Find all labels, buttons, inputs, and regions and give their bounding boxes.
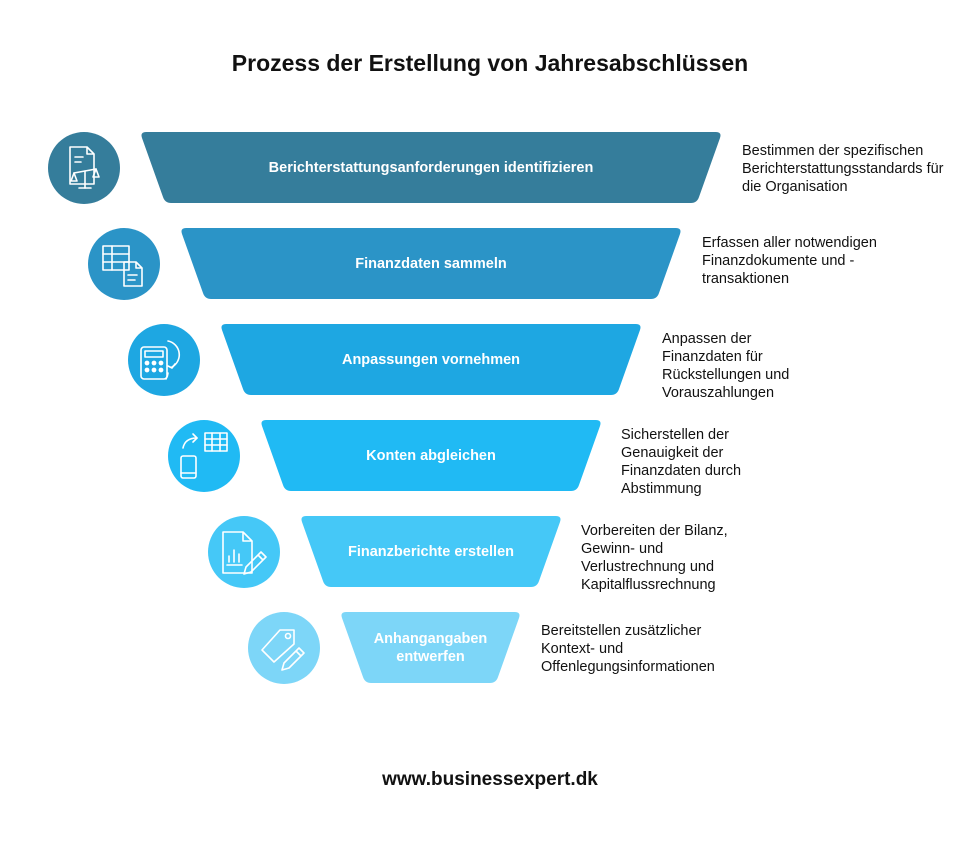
- funnel-band: Finanzdaten sammeln: [180, 228, 682, 299]
- funnel-band-label: Finanzdaten sammeln: [180, 228, 682, 299]
- funnel-band: Berichterstattungsanforderungen identifi…: [140, 132, 722, 203]
- tag-pencil-icon: [261, 629, 305, 671]
- step-icon-circle: [168, 420, 240, 492]
- step-icon-circle: [248, 612, 320, 684]
- funnel-band: Konten abgleichen: [260, 420, 602, 491]
- funnel-band: Anpassungen vornehmen: [220, 324, 642, 395]
- calculator-refresh-icon: [140, 340, 181, 380]
- step-icon-circle: [208, 516, 280, 588]
- step-label: Konten abgleichen: [366, 447, 496, 464]
- step-description: Anpassen der Finanzdaten für Rückstellun…: [662, 331, 790, 401]
- step-label: Finanzberichte erstellen: [348, 543, 514, 560]
- step-icon-circle: [48, 132, 120, 204]
- step-label: Anhangangaben entwerfen: [373, 630, 488, 665]
- funnel-band-label: Anpassungen vornehmen: [220, 324, 642, 395]
- funnel-band-label: Anhangangaben entwerfen: [340, 612, 521, 683]
- step-description: Sicherstellen der Genauigkeit der Finanz…: [621, 427, 742, 497]
- phone-sync-grid-icon: [180, 432, 228, 479]
- funnel-band: Finanzberichte erstellen: [300, 516, 562, 587]
- funnel-band-shape: [261, 420, 601, 491]
- funnel-band-label: Finanzberichte erstellen: [300, 516, 562, 587]
- funnel-band-shape: [221, 324, 641, 395]
- funnel-band-shape: [141, 132, 721, 203]
- funnel-band-shape: [301, 516, 561, 587]
- step-label: Anpassungen vornehmen: [341, 351, 521, 368]
- funnel-band-label: Konten abgleichen: [260, 420, 602, 491]
- step-icon-circle: [88, 228, 160, 300]
- page-title: Prozess der Erstellung von Jahresabschlü…: [231, 50, 749, 76]
- step-description: Bereitstellen zusätzlicher Kontext- und …: [541, 623, 715, 675]
- funnel-band: Anhangangaben entwerfen: [340, 612, 521, 683]
- step-icon-circle: [128, 324, 200, 396]
- document-scale-icon: [69, 146, 100, 189]
- report-chart-pencil-icon: [222, 531, 267, 575]
- funnel-band-shape: [181, 228, 681, 299]
- funnel-band-shape: [341, 612, 520, 683]
- step-label: Berichterstattungsanforderungen identifi…: [268, 159, 594, 176]
- step-description: Bestimmen der spezifischen Berichterstat…: [742, 143, 944, 195]
- step-description: Vorbereiten der Bilanz, Gewinn- und Verl…: [581, 523, 728, 593]
- funnel-band-label: Berichterstattungsanforderungen identifi…: [140, 132, 722, 203]
- step-label: Finanzdaten sammeln: [355, 255, 507, 272]
- table-document-icon: [102, 245, 143, 287]
- footer-url: www.businessexpert.dk: [382, 769, 598, 790]
- step-description: Erfassen aller notwendigen Finanzdokumen…: [702, 235, 877, 287]
